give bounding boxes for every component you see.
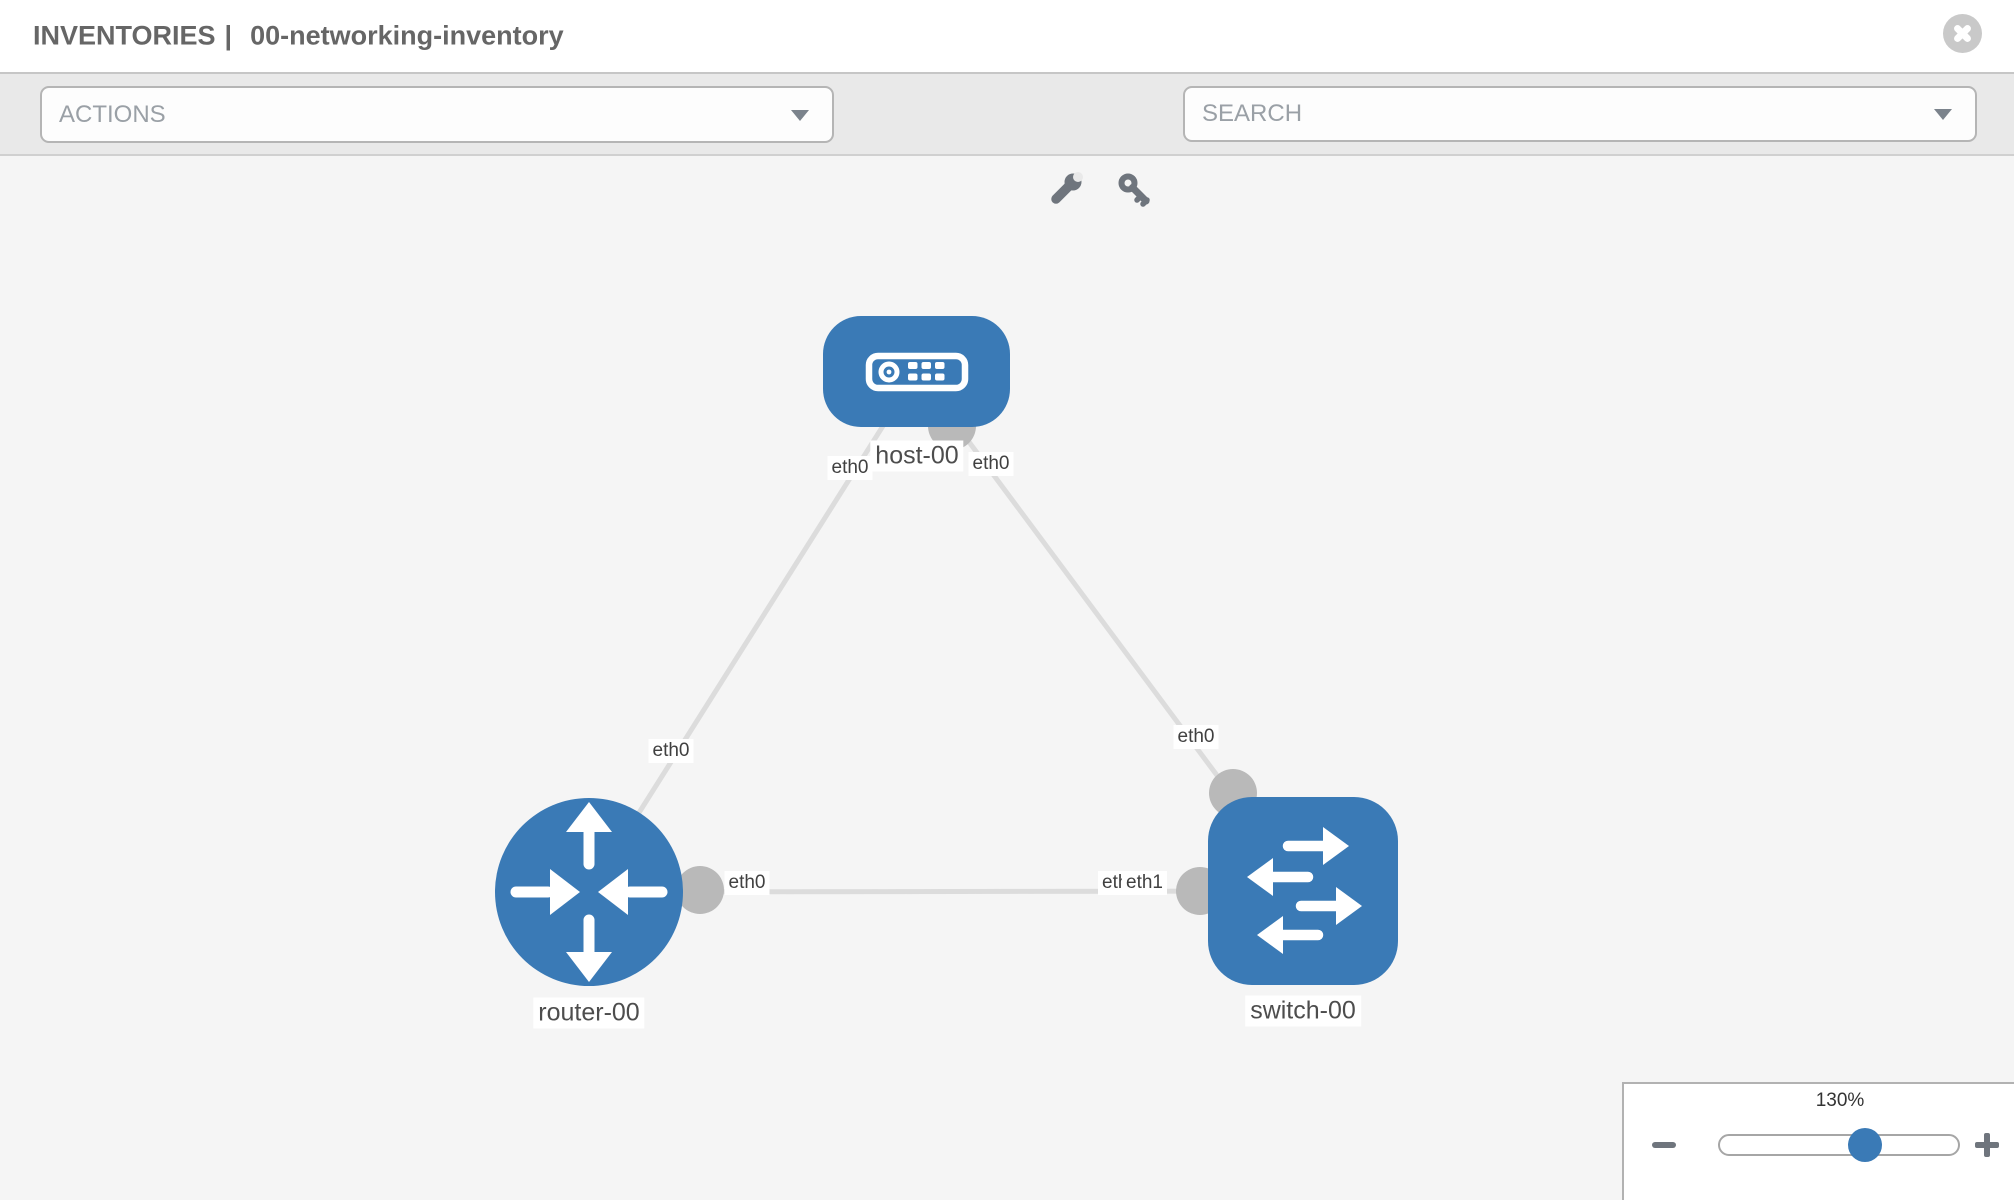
plus-icon (1984, 1133, 1990, 1157)
search-input[interactable] (1195, 92, 1902, 136)
actions-dropdown-label: ACTIONS (59, 100, 166, 128)
breadcrumb-separator: | (224, 20, 233, 51)
interface-label-host-eth0-left: eth0 (827, 456, 873, 480)
router-icon (510, 802, 668, 982)
interface-label-router-eth0-right: eth0 (724, 871, 770, 895)
breadcrumb-section: INVENTORIES (33, 20, 216, 51)
page-title: INVENTORIES | 00-networking-inventory (33, 21, 573, 52)
key-tool-button[interactable] (1116, 172, 1154, 210)
close-button[interactable] (1943, 14, 1982, 53)
switch-node[interactable] (1208, 797, 1398, 985)
interface-label-host-eth0-right: eth0 (968, 452, 1014, 476)
interface-stub-router (676, 866, 724, 914)
zoom-level-value: 130% (1815, 1090, 1865, 1111)
host-node[interactable] (823, 316, 1010, 427)
chevron-down-icon (1934, 109, 1952, 120)
search-dropdown[interactable] (1183, 86, 1977, 142)
switch-icon (1247, 827, 1362, 954)
zoom-control-panel: 130% (1622, 1082, 2014, 1200)
interface-label-router-eth0-top: eth0 (648, 739, 694, 763)
header: INVENTORIES | 00-networking-inventory (0, 0, 2014, 72)
router-node[interactable] (495, 798, 683, 986)
inventory-name: 00-networking-inventory (250, 20, 564, 51)
zoom-in-button[interactable] (1975, 1133, 1999, 1157)
zoom-slider-thumb[interactable] (1848, 1128, 1882, 1162)
interface-label-switch-eth0-top: eth0 (1173, 725, 1219, 749)
zoom-out-button[interactable] (1652, 1142, 1676, 1148)
host-node-label: host-00 (870, 440, 964, 472)
switch-node-label: switch-00 (1245, 995, 1361, 1027)
interface-label-switch-eth1: eth1 (1122, 871, 1167, 895)
router-node-label: router-00 (533, 997, 645, 1029)
key-icon (1118, 173, 1150, 207)
chevron-down-icon (791, 109, 809, 121)
zoom-slider-track[interactable] (1718, 1134, 1960, 1156)
wrench-icon (1051, 172, 1083, 204)
actions-dropdown[interactable]: ACTIONS (40, 86, 834, 143)
wrench-tool-button[interactable] (1047, 170, 1085, 208)
toolbar: ACTIONS (0, 72, 2014, 207)
host-icon (865, 352, 969, 392)
